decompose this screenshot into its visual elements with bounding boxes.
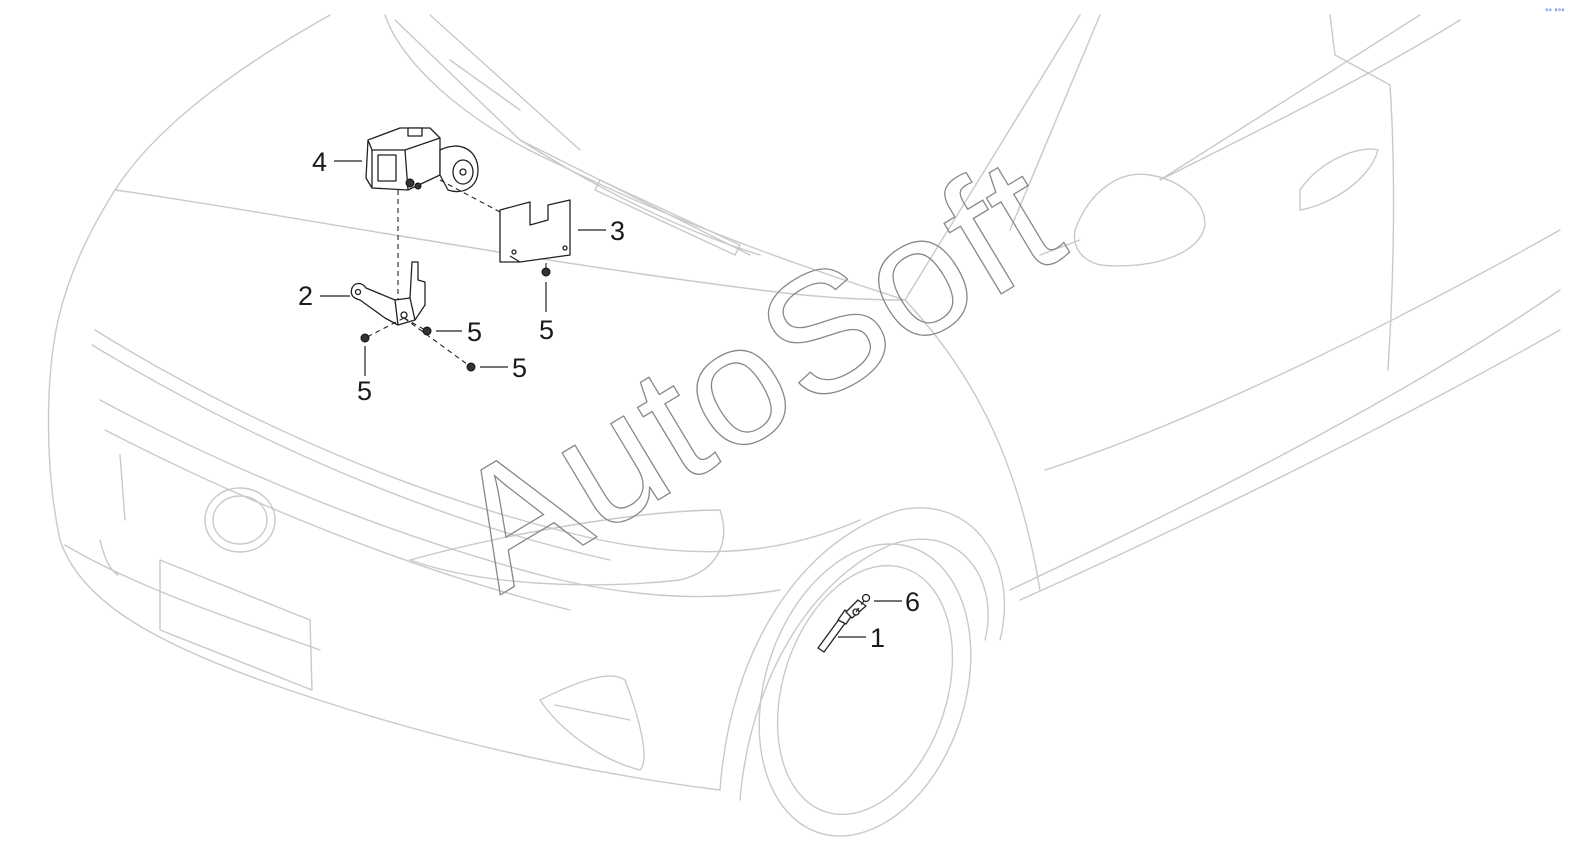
- callout-1: 1: [870, 623, 885, 653]
- callout-6: 6: [905, 587, 920, 617]
- callout-5-lower-nut: 5: [512, 353, 527, 383]
- abs-hydraulic-unit: [365, 127, 479, 193]
- bracket-plate: [499, 199, 571, 263]
- corner-mark: °° °°°: [1545, 8, 1565, 16]
- callout-4: 4: [312, 147, 327, 177]
- wheel-speed-sensor: [817, 599, 867, 653]
- callout-3: 3: [610, 216, 625, 246]
- leader-lines: [320, 160, 902, 638]
- sensor-bolt: [861, 593, 871, 603]
- mounting-bracket: [350, 261, 426, 326]
- callout-5-right-nut: 5: [467, 317, 482, 347]
- car-outline: [47, 14, 1561, 837]
- callout-5-left-nut: 5: [357, 376, 372, 406]
- assembly-lines: [364, 179, 867, 613]
- callout-2: 2: [298, 281, 313, 311]
- callout-5-bracket-plate: 5: [539, 315, 554, 345]
